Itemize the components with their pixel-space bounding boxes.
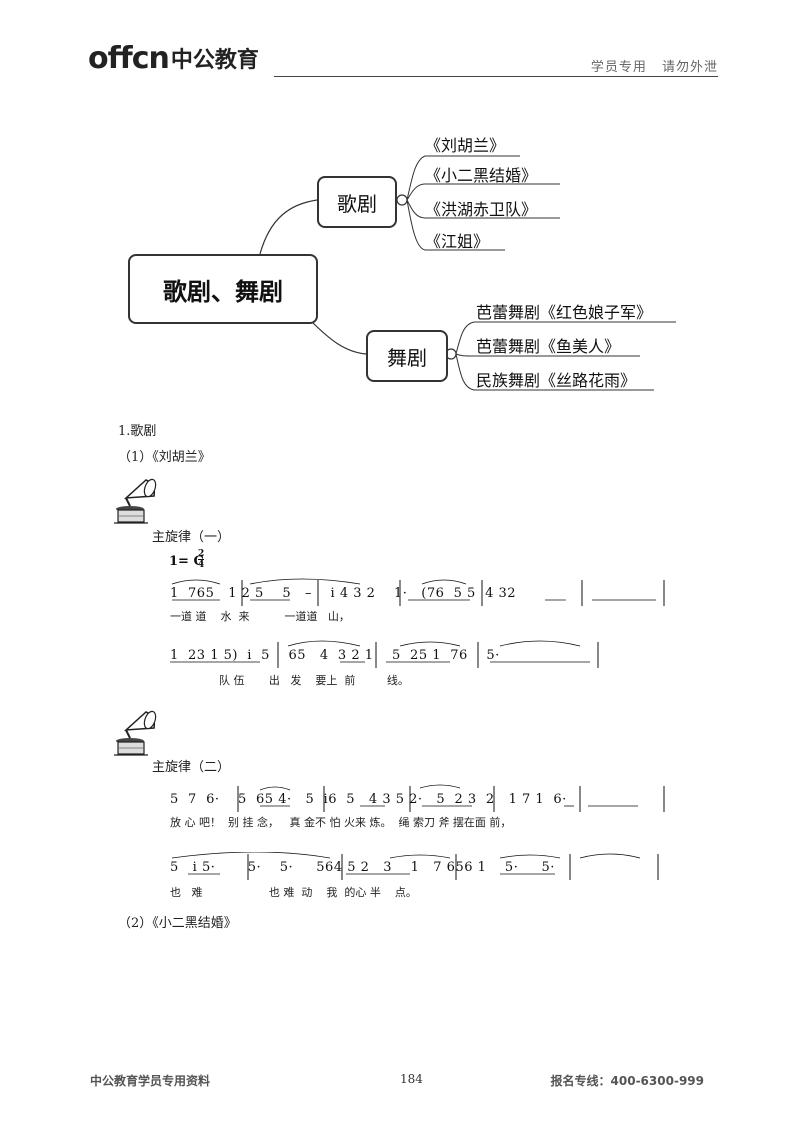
theme-two-notes-row-one: 5 7 6· 5 65 4· 5 i6 5 4 3 5 2· 5 2 3 2 1…: [170, 792, 567, 807]
subsection-liu-hulan: （1）《刘胡兰》: [118, 450, 211, 465]
header-tag-students-only: 学员专用: [590, 60, 647, 75]
time-signature-bottom: 4: [198, 559, 205, 570]
page-header: offcn 中公教育 学员专用 请勿外泄: [88, 44, 718, 80]
mind-map-leaf: 《小二黑结婚》: [425, 166, 538, 185]
gramophone-icon: [112, 476, 158, 526]
logo-latin-text: offcn: [88, 41, 170, 76]
mind-map-leaf: 《刘胡兰》: [425, 136, 506, 155]
theme-two-lyrics-row-one: 放 心 吧！ 别 挂 念， 真 金不 怕 火来 炼。 绳 索刀 斧 摆在面 前，: [170, 816, 512, 829]
gramophone-icon: [112, 708, 158, 758]
header-tag-no-distribution: 请勿外泄: [661, 60, 718, 75]
subsection-xiao-erhei: （2）《小二黑结婚》: [118, 916, 237, 931]
theme-two-lyrics-row-two: 也 难 也 难 动 我 的心 半 点。: [170, 886, 417, 899]
footer-left-text: 中公教育学员专用资料: [90, 1074, 211, 1088]
theme-one-row-one-barlines: [171, 578, 665, 606]
mind-map: 歌剧、舞剧 歌剧 舞剧 《刘胡兰》 《小二黑结婚》 《洪湖赤卫队》 《江姐》 芭…: [120, 118, 690, 398]
logo-chinese-text: 中公教育: [170, 48, 259, 73]
mind-map-leaf: 《江姐》: [425, 232, 490, 251]
mind-map-root: 歌剧、舞剧: [128, 254, 318, 324]
mind-map-connectors: [259, 155, 676, 391]
theme-two-label: 主旋律（二）: [152, 760, 231, 775]
mind-map-leaf: 民族舞剧《丝路花雨》: [476, 371, 637, 390]
offcn-logo: offcn 中公教育: [88, 44, 259, 74]
theme-one-row-two-barlines: [170, 640, 599, 668]
theme-one-notes-row-two: 1 23 1 5) i 5 65 4 3 2 1 5 25 1 76 5·: [170, 648, 500, 663]
time-signature-top: 2: [198, 549, 205, 559]
header-rule: [274, 76, 718, 77]
theme-two-row-one-barlines: [237, 784, 665, 812]
footer-hotline: 报名专线：400-6300-999: [550, 1074, 704, 1088]
page-number: 184: [400, 1072, 423, 1086]
theme-one-lyrics-row-two: 队 伍 出 发 要上 前 线。: [170, 674, 409, 687]
mind-map-branch-opera: 歌剧: [317, 176, 397, 228]
theme-one-lyrics-row-one: 一道 道 水 来 一道道 山，: [170, 610, 350, 623]
theme-one-label: 主旋律（一）: [152, 530, 231, 545]
key-signature: 1= C: [169, 554, 204, 569]
header-tags: 学员专用 请勿外泄: [581, 56, 718, 75]
theme-two-row-two-barlines: [171, 852, 659, 880]
mind-map-leaf: 芭蕾舞剧《红色娘子军》: [476, 303, 653, 322]
mind-map-leaf: 芭蕾舞剧《鱼美人》: [476, 337, 621, 356]
time-signature: 2 4: [198, 549, 205, 570]
mind-map-branch-dance-drama: 舞剧: [366, 330, 448, 382]
theme-two-notes-row-two: 5 i 5· 5· 5· 564 5 2 3 1 7 656 1 5· 5·: [170, 860, 555, 875]
section-heading: 1.歌剧: [118, 424, 157, 439]
mind-map-leaf: 《洪湖赤卫队》: [425, 200, 538, 219]
